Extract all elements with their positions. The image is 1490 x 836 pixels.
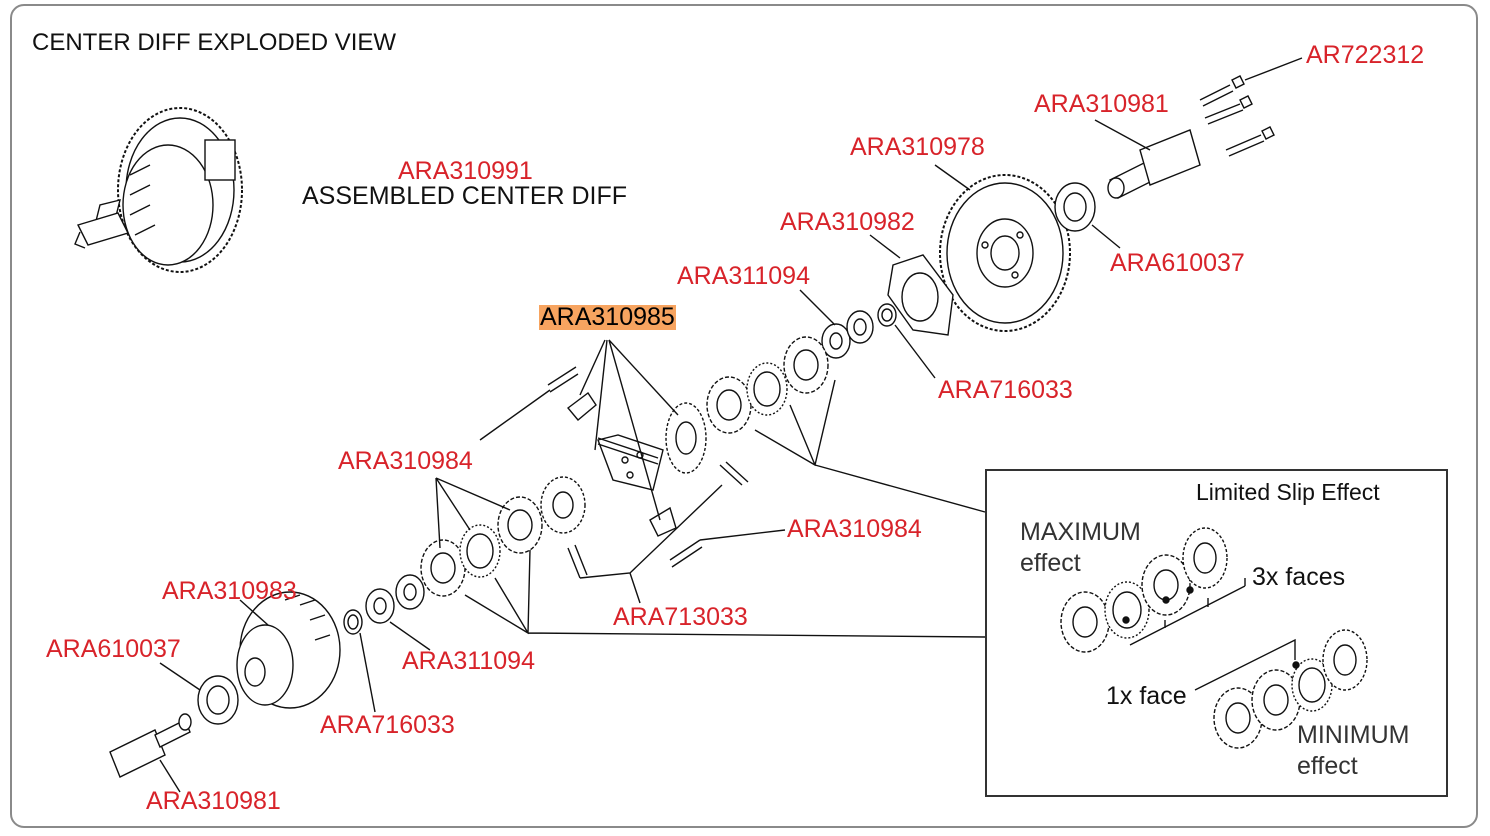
slip-three-faces-label: 3x faces <box>1252 563 1346 591</box>
assembled-center-diff-label: ASSEMBLED CENTER DIFF <box>302 182 628 210</box>
part-label-ara310982: ARA310982 <box>780 208 915 236</box>
part-label-ara310991: ARA310991 <box>398 157 533 185</box>
part-label-ara310983: ARA310983 <box>162 577 297 605</box>
part-label-ara610037-bottom: ARA610037 <box>46 635 181 663</box>
lsd-discs-bottom-drawing <box>420 477 986 638</box>
part-label-ara311094-bottom: ARA311094 <box>402 647 535 675</box>
slip-minimum-effect-label: effect <box>1297 752 1358 780</box>
diff-case-drawing <box>236 591 341 709</box>
slip-one-face-label: 1x face <box>1106 682 1187 710</box>
gasket-drawing <box>869 234 954 336</box>
bearing-top-drawing <box>1054 182 1121 249</box>
part-label-ara713033: ARA713033 <box>613 603 748 631</box>
page-title: CENTER DIFF EXPLODED VIEW <box>32 29 397 56</box>
slip-maximum-effect-label: effect <box>1020 549 1081 577</box>
part-label-ara310984-left: ARA310984 <box>338 447 473 475</box>
bevel-gears-drawing <box>479 339 786 604</box>
limited-slip-effect-box <box>985 469 1448 797</box>
slip-effect-drawing <box>1060 527 1368 749</box>
part-label-ara310985-highlighted: ARA310985 <box>539 303 676 331</box>
part-label-ara311094-top: ARA311094 <box>677 262 810 290</box>
slip-minimum-label: MINIMUM <box>1297 721 1410 749</box>
part-label-ara610037-top: ARA610037 <box>1110 249 1245 277</box>
part-label-ara310981-bottom: ARA310981 <box>146 787 281 815</box>
part-label-ara310981-top: ARA310981 <box>1034 90 1169 118</box>
part-label-ar722312: AR722312 <box>1306 41 1425 69</box>
washers-bottom-drawing <box>343 574 431 713</box>
washers-top-drawing <box>799 289 936 379</box>
part-label-ara310984-right: ARA310984 <box>787 515 922 543</box>
outdrive-top-drawing <box>1094 119 1201 199</box>
part-label-ara716033-top: ARA716033 <box>938 376 1073 404</box>
part-label-ara310978: ARA310978 <box>850 133 985 161</box>
slip-maximum-label: MAXIMUM <box>1020 518 1141 546</box>
bearing-bottom-drawing <box>159 662 239 725</box>
assembled-diff-drawing <box>74 107 243 273</box>
part-label-ara716033-bottom: ARA716033 <box>320 711 455 739</box>
outdrive-bottom-drawing <box>109 713 192 793</box>
spur-gear-drawing <box>934 164 1071 332</box>
lsd-discs-top-drawing <box>706 336 986 513</box>
slip-box-title: Limited Slip Effect <box>1196 479 1380 505</box>
screws-drawing <box>1199 57 1303 157</box>
